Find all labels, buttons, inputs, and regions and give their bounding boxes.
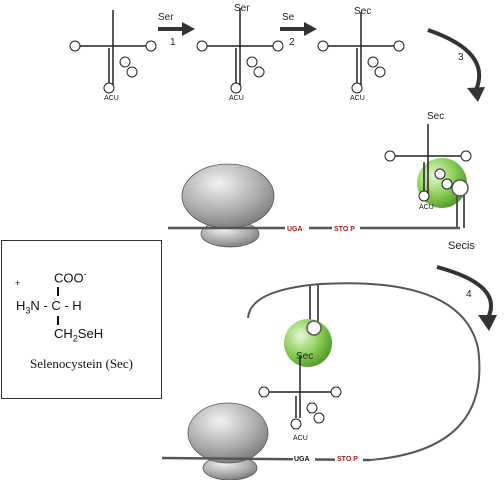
- bond-bottom: [57, 316, 59, 325]
- trna-2-anticodon: ACU: [229, 95, 244, 102]
- step-1-number: 1: [170, 37, 176, 48]
- trna-4-anticodon: ACU: [419, 204, 434, 211]
- codon-uga-2: UGA: [294, 456, 310, 463]
- step-4-arrow: [436, 265, 497, 331]
- trna-3-anticodon: ACU: [350, 95, 365, 102]
- step-2-label: Se: [282, 12, 295, 23]
- step-2-number: 2: [289, 37, 295, 48]
- mrna-loop: [247, 282, 481, 461]
- selenocysteine-box: + COO- H3N - C - H CH2SeH Selenocystein …: [1, 240, 162, 399]
- trna-5-label: Sec: [296, 351, 313, 362]
- step-3-number: 3: [458, 52, 464, 63]
- trna-3-label: Sec: [354, 6, 371, 17]
- trna-2-label: Ser: [234, 3, 250, 14]
- carboxyl-group: COO-: [54, 269, 87, 286]
- secis-label: Secis: [448, 240, 475, 252]
- step-1-label: Ser: [158, 12, 174, 23]
- secis-element-2: [284, 319, 332, 367]
- ribosome-2: [187, 402, 269, 480]
- trna-1: [69, 10, 157, 94]
- molecule-caption: Selenocystein (Sec): [30, 356, 133, 371]
- trna-3: [317, 12, 405, 94]
- amino-group: H3N - C - H: [16, 298, 82, 316]
- step-2-arrow: [280, 22, 317, 36]
- step-4-number: 4: [466, 289, 472, 300]
- ribosome-1: [181, 163, 275, 248]
- stop-label-2: STO P: [337, 456, 358, 463]
- side-chain: CH2SeH: [54, 326, 104, 344]
- bond-top: [57, 287, 59, 296]
- trna-4-label: Sec: [427, 111, 444, 122]
- trna-4: [384, 124, 472, 202]
- trna-5: [258, 356, 342, 430]
- trna-1-anticodon: ACU: [104, 95, 119, 102]
- stop-label-1: STO P: [334, 226, 355, 233]
- step-1-arrow: [158, 22, 195, 36]
- charge-plus: +: [15, 278, 21, 288]
- codon-uga-1: UGA: [287, 226, 303, 233]
- trna-2: [196, 8, 284, 94]
- step-3-arrow: [427, 28, 485, 102]
- trna-5-anticodon: ACU: [293, 435, 308, 442]
